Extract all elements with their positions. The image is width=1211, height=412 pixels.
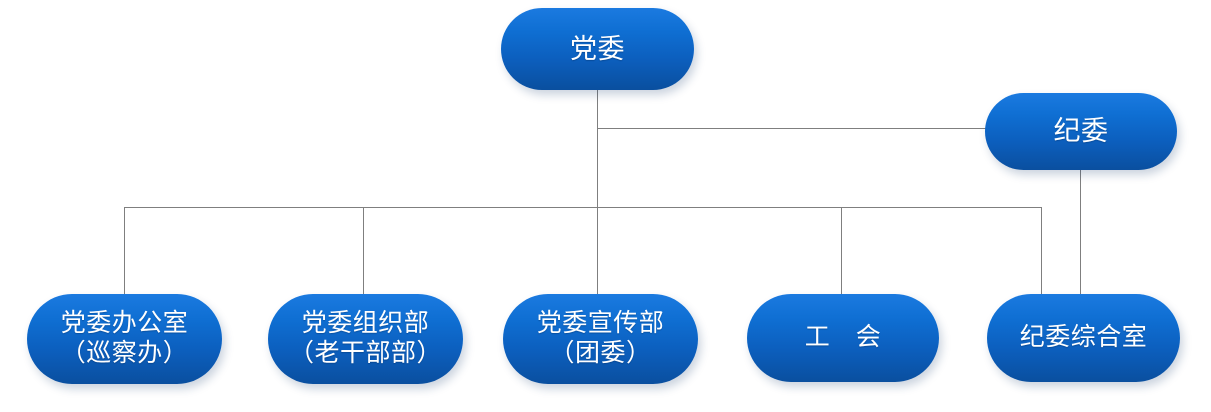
connector-bus xyxy=(124,207,1041,208)
node-label: 工 会 xyxy=(804,323,882,351)
node-organization-department[interactable]: 党委组织部 （老干部部） xyxy=(268,294,463,384)
node-propaganda-department[interactable]: 党委宣传部 （团委） xyxy=(503,294,698,384)
node-label: 纪委综合室 xyxy=(1019,323,1148,351)
connector-drop-4 xyxy=(841,207,842,295)
connector-root-to-branch xyxy=(597,128,987,129)
connector-branch-drop xyxy=(1080,170,1081,295)
connector-drop-3 xyxy=(597,207,598,295)
node-label: 党委宣传部 （团委） xyxy=(536,309,665,368)
connector-drop-1 xyxy=(124,207,125,295)
connector-drop-2 xyxy=(363,207,364,295)
connector-root-stem xyxy=(597,90,598,208)
node-discipline-commission[interactable]: 纪委 xyxy=(985,93,1177,170)
node-party-office[interactable]: 党委办公室 （巡察办） xyxy=(27,294,222,384)
node-label: 党委 xyxy=(570,33,625,64)
node-label: 党委办公室 （巡察办） xyxy=(60,309,189,368)
node-discipline-general-office[interactable]: 纪委综合室 xyxy=(987,294,1180,382)
node-labor-union[interactable]: 工 会 xyxy=(747,294,939,382)
node-label: 党委组织部 （老干部部） xyxy=(288,309,442,368)
node-label: 纪委 xyxy=(1053,116,1109,147)
node-party-committee[interactable]: 党委 xyxy=(501,8,694,90)
connector-drop-5 xyxy=(1041,207,1042,295)
